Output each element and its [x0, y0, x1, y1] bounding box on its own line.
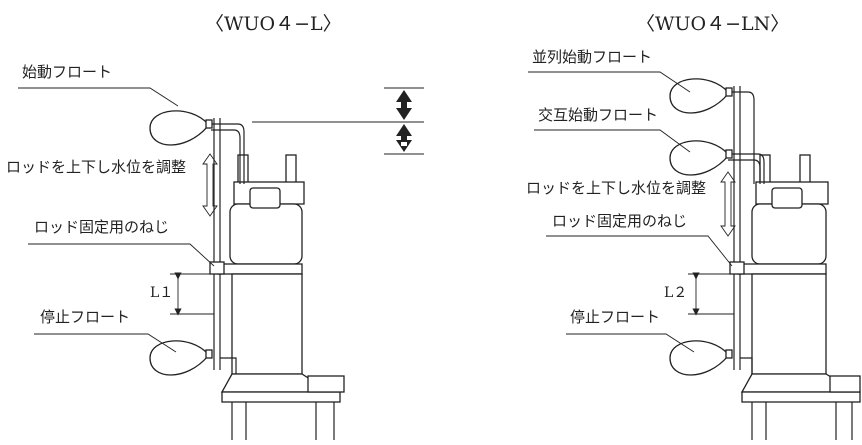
right-parallel-start-float-label: 並列始動フロート	[532, 48, 652, 66]
left-dimension-label: L１	[150, 285, 173, 301]
right-cable-2	[728, 153, 765, 184]
right-cable-3	[728, 159, 761, 184]
right-parallel-start-float	[669, 78, 729, 114]
right-alternate-float-clip	[725, 149, 733, 159]
right-rod-screw-label: ロッド固定用のねじ	[552, 212, 687, 230]
right-dimension-label: L２	[664, 285, 687, 301]
left-stop-float-label: 停止フロート	[40, 308, 130, 326]
left-cable-gland-2	[285, 154, 297, 184]
left-handle	[249, 187, 281, 209]
right-rod-screw-leader	[546, 235, 733, 267]
right-motor	[751, 203, 827, 265]
right-cable-gland-2	[799, 154, 811, 184]
right-stop-float-clip	[725, 349, 733, 359]
left-diagram: 〈WUO４−L〉	[6, 13, 345, 440]
lower-arrow-down	[396, 140, 412, 152]
right-alternate-leader	[534, 129, 691, 153]
left-rod-screw-label: ロッド固定用のねじ	[34, 218, 169, 236]
left-stop-float-clip	[205, 349, 213, 359]
right-outlet	[829, 375, 861, 393]
right-rod-adjust-arrow	[720, 171, 736, 237]
left-start-float-label: 始動フロート	[22, 63, 112, 81]
right-legs	[751, 402, 853, 440]
left-start-float	[149, 110, 209, 146]
right-title: 〈WUO４−LN〉	[636, 13, 789, 35]
upper-arrow-up	[396, 90, 412, 112]
left-outlet	[307, 375, 345, 393]
right-parallel-float-clip	[725, 87, 733, 97]
right-diagram: 〈WUO４−LN〉	[526, 13, 861, 440]
lower-arrow-up	[396, 124, 412, 142]
left-motor	[229, 203, 303, 265]
left-start-float-leader	[18, 87, 179, 107]
left-title: 〈WUO４−L〉	[205, 13, 342, 35]
right-stop-float-label: 停止フロート	[570, 308, 660, 326]
right-base	[741, 391, 861, 403]
right-cable-1	[728, 91, 755, 184]
left-rod-screw-leader	[28, 243, 215, 267]
left-cable-upper-2	[211, 129, 241, 184]
right-stop-float	[669, 340, 729, 376]
right-handle	[771, 187, 803, 209]
right-alternate-start-float-label: 交互始動フロート	[538, 106, 658, 124]
right-casing	[751, 273, 827, 375]
left-start-float-clip	[205, 119, 213, 129]
right-alternate-start-float	[669, 140, 729, 176]
left-casing	[231, 273, 303, 375]
right-cable-gland-1	[759, 154, 771, 184]
left-cable-lower	[220, 357, 237, 374]
right-band	[737, 263, 827, 275]
right-parallel-leader	[528, 71, 691, 93]
left-base	[221, 391, 341, 403]
left-pump	[217, 154, 345, 440]
left-cable-upper	[208, 123, 245, 184]
left-legs	[231, 402, 335, 440]
left-rod-adjust-arrow	[202, 153, 218, 217]
right-pump	[737, 154, 861, 440]
left-rod-adjust-label: ロッドを上下し水位を調整	[6, 158, 186, 176]
left-stop-float	[149, 340, 209, 376]
level-difference-indicator	[252, 87, 424, 155]
left-band	[217, 263, 303, 275]
right-cable-lower	[740, 357, 753, 374]
left-stop-float-leader	[34, 333, 177, 353]
right-rod-adjust-label: ロッドを上下し水位を調整	[526, 179, 706, 197]
right-rod	[728, 86, 765, 374]
right-stop-float-leader	[566, 333, 695, 353]
right-rod-screw	[729, 261, 745, 275]
